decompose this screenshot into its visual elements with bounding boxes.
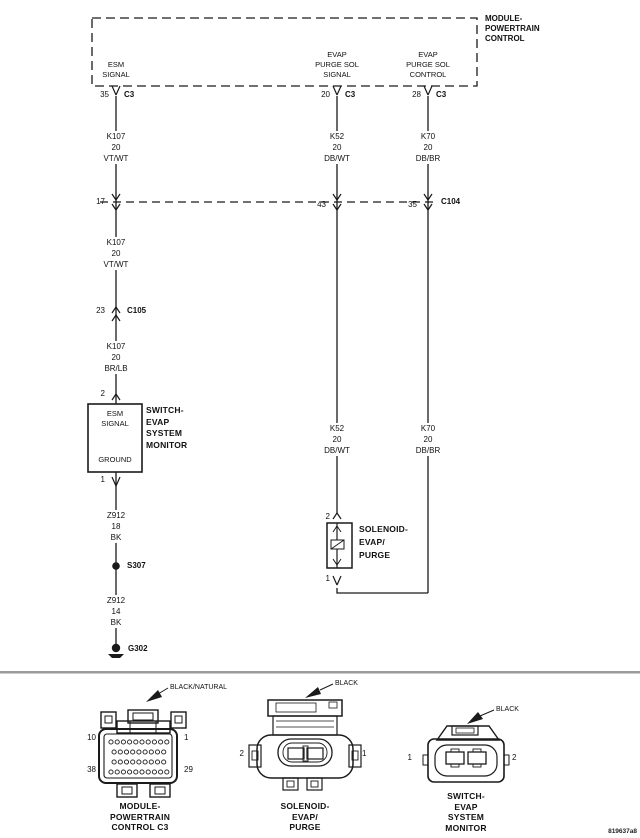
- pin-number: 1: [362, 749, 367, 758]
- pin-number: 2: [239, 749, 244, 758]
- solenoid-coil-diagonal: [330, 539, 345, 550]
- inline-connector-icon: [332, 193, 342, 212]
- connector-fork-icon: [423, 85, 433, 96]
- solenoid-box: [326, 522, 353, 569]
- pin-chevron-icon: [111, 392, 121, 401]
- wire-label: K107 20 BR/LB: [102, 341, 130, 374]
- connector-caption: SOLENOID- EVAP/ PURGE: [280, 801, 330, 832]
- inline-connector-icon: [423, 193, 433, 212]
- connector-c3-label: C3: [436, 90, 447, 99]
- connector-fork-icon: [332, 575, 342, 586]
- pointer-arrow-icon: [467, 712, 483, 724]
- pin-number: 1: [100, 475, 105, 484]
- connector-color-label: BLACK/NATURAL: [170, 684, 228, 691]
- switch-terminal-label: GROUND: [98, 455, 132, 464]
- wire-label: K107 20 VT/WT: [101, 131, 131, 164]
- pcm-module-box: [91, 17, 478, 87]
- pointer-arrow-icon: [146, 690, 162, 702]
- wire-label: K70 20 DB/BR: [413, 131, 443, 164]
- pin-number: 2: [512, 753, 517, 762]
- pcm-connector-drawing: [98, 687, 187, 798]
- pin-number: 38: [87, 765, 96, 774]
- solenoid-arrow-icon: [332, 525, 342, 566]
- ground-label: G302: [128, 644, 148, 653]
- pin-number: 1: [407, 753, 412, 762]
- switch-terminal-label: ESM SIGNAL: [101, 409, 129, 428]
- pin-number: 1: [184, 733, 189, 742]
- inline-connector-icon: [111, 193, 121, 212]
- evap-purge-sol-signal-label: EVAP PURGE SOL SIGNAL: [315, 50, 359, 79]
- esm-signal-label: ESM SIGNAL: [102, 60, 130, 79]
- connector-c105-label: C105: [127, 306, 147, 315]
- solenoid-connector-drawing: [248, 683, 362, 791]
- pin-number: 35: [100, 90, 109, 99]
- pin-number: 10: [87, 733, 96, 742]
- connector-c104-label: C104: [441, 197, 461, 206]
- c105-inline-connector-icon: [111, 305, 121, 322]
- wire-label: K52 20 DB/WT: [322, 423, 352, 456]
- connector-c3-label: C3: [124, 90, 135, 99]
- section-separator: [0, 671, 640, 674]
- wire-label: Z912 18 BK: [104, 510, 128, 543]
- pin-number: 2: [100, 389, 105, 398]
- pin-number: 43: [317, 200, 326, 209]
- pin-number: 23: [96, 306, 105, 315]
- wire-label: K70 20 DB/BR: [413, 423, 443, 456]
- wire-label: K52 20 DB/WT: [322, 131, 352, 164]
- wire-purge-signal: [336, 96, 428, 594]
- wire-label: K107 20 VT/WT: [101, 237, 131, 270]
- splice-dot-icon: [112, 562, 120, 570]
- pin-number: 17: [96, 197, 105, 206]
- connector-c3-label: C3: [345, 90, 356, 99]
- pin-number: 1: [325, 574, 330, 583]
- connector-color-label: BLACK: [335, 680, 358, 687]
- evap-purge-sol-control-label: EVAP PURGE SOL CONTROL: [406, 50, 450, 79]
- pin-number: 35: [408, 200, 417, 209]
- switch-evap-monitor-box: [87, 403, 143, 473]
- pin-number: 28: [412, 90, 421, 99]
- wire-label: Z912 14 BK: [104, 595, 128, 628]
- splice-label: S307: [127, 561, 146, 570]
- solenoid-component-label: SOLENOID- EVAP/ PURGE: [359, 524, 409, 560]
- connector-fork-icon: [111, 85, 121, 96]
- ground-icon: [108, 643, 124, 658]
- connector-fork-icon: [111, 476, 121, 487]
- switch-component-label: SWITCH- EVAP SYSTEM MONITOR: [146, 405, 188, 450]
- pin-number: 2: [325, 512, 330, 521]
- pin-chevron-icon: [332, 511, 342, 520]
- pin-number: 20: [321, 90, 330, 99]
- connector-caption: SWITCH- EVAP SYSTEM MONITOR: [445, 791, 487, 833]
- connector-caption: MODULE- POWERTRAIN CONTROL C3: [109, 801, 171, 832]
- pin-holes: [108, 739, 170, 775]
- connector-color-label: BLACK: [496, 706, 519, 713]
- pin-number: 29: [184, 765, 193, 774]
- document-id: 819637a8: [608, 828, 637, 835]
- pcm-module-label: MODULE- POWERTRAIN CONTROL: [485, 14, 540, 43]
- pointer-arrow-icon: [305, 687, 321, 698]
- switch-connector-drawing: [422, 709, 510, 783]
- connector-fork-icon: [332, 85, 342, 96]
